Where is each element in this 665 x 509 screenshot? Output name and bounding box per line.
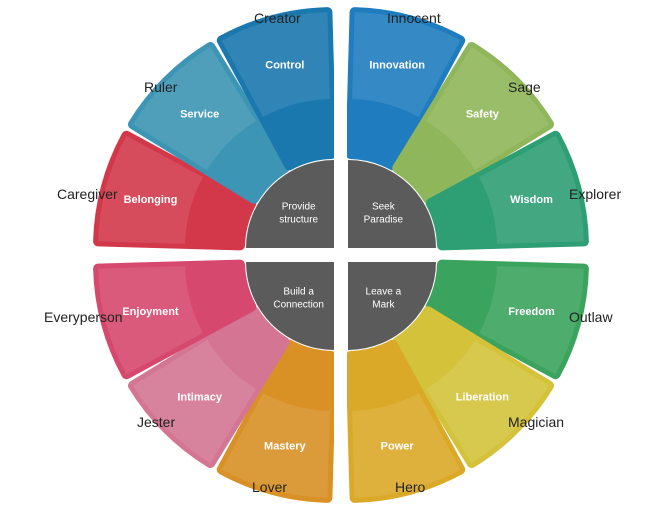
label-caregiver: Caregiver [57,186,118,202]
segment-photo-creator [352,12,461,117]
label-hero: Hero [395,479,426,495]
trait-label-freedom: Freedom [508,306,555,318]
label-ruler: Ruler [144,79,178,95]
segment-sage: Wisdom [425,130,589,251]
segment-photo-ruler [221,12,330,117]
segment-innocent: Safety [392,41,555,204]
segment-lover: Intimacy [127,306,290,469]
segment-photo-caregiver [132,46,256,170]
label-creator: Creator [254,10,301,26]
segment-photo-outlaw [426,340,550,464]
segment-shape-caregiver [127,41,290,204]
segment-shape-sage [425,130,589,251]
label-explorer: Explorer [569,186,622,202]
segment-jester: Enjoyment [93,259,257,380]
segment-everyperson: Belonging [93,130,257,251]
segment-ruler: Control [216,7,334,171]
label-outlaw: Outlaw [569,309,613,325]
segment-creator: Innovation [347,7,466,171]
segment-photo-lover [132,340,256,464]
segment-shape-jester [93,259,257,380]
segment-photo-innocent [426,46,550,170]
segment-shape-hero [216,339,334,503]
segment-hero: Mastery [216,339,334,503]
trait-label-safety: Safety [466,109,500,121]
segment-photo-explorer [479,266,584,375]
label-innocent: Innocent [387,10,441,26]
center-quadrant-build-a-connection [246,262,334,350]
segment-shape-everyperson [93,130,257,251]
trait-label-intimacy: Intimacy [177,391,223,403]
segment-shape-explorer [425,259,589,380]
trait-label-service: Service [180,109,219,121]
segment-photo-sage [479,135,584,244]
segment-photo-everyperson [98,135,203,244]
segment-shape-magician [347,339,466,503]
segment-shape-creator [347,7,466,171]
segment-outlaw: Liberation [392,306,555,469]
trait-label-liberation: Liberation [456,391,509,403]
segment-magician: Power [347,339,466,503]
center-quadrant-leave-a-mark [348,262,436,350]
segment-shape-lover [127,306,290,469]
label-magician: Magician [508,414,565,430]
center-quadrant-seek-paradise [348,160,436,248]
segment-photo-magician [352,393,461,498]
trait-label-belonging: Belonging [124,194,178,206]
trait-label-control: Control [265,59,304,71]
label-jester: Jester [137,414,176,430]
trait-label-wisdom: Wisdom [510,194,553,206]
label-sage: Sage [508,79,541,95]
segment-explorer: Freedom [425,259,589,380]
trait-label-enjoyment: Enjoyment [122,306,179,318]
segment-shape-innocent [392,41,555,204]
trait-label-mastery: Mastery [264,441,306,453]
segment-caregiver: Service [127,41,290,204]
trait-label-power: Power [381,441,415,453]
segment-shape-ruler [216,7,334,171]
label-everyperson: Everyperson [44,309,123,325]
center-quadrant-provide-structure [246,160,334,248]
label-lover: Lover [252,479,288,495]
segment-shape-outlaw [392,306,555,469]
segment-photo-hero [221,393,330,498]
segment-photo-jester [98,266,203,375]
trait-label-innovation: Innovation [369,59,425,71]
